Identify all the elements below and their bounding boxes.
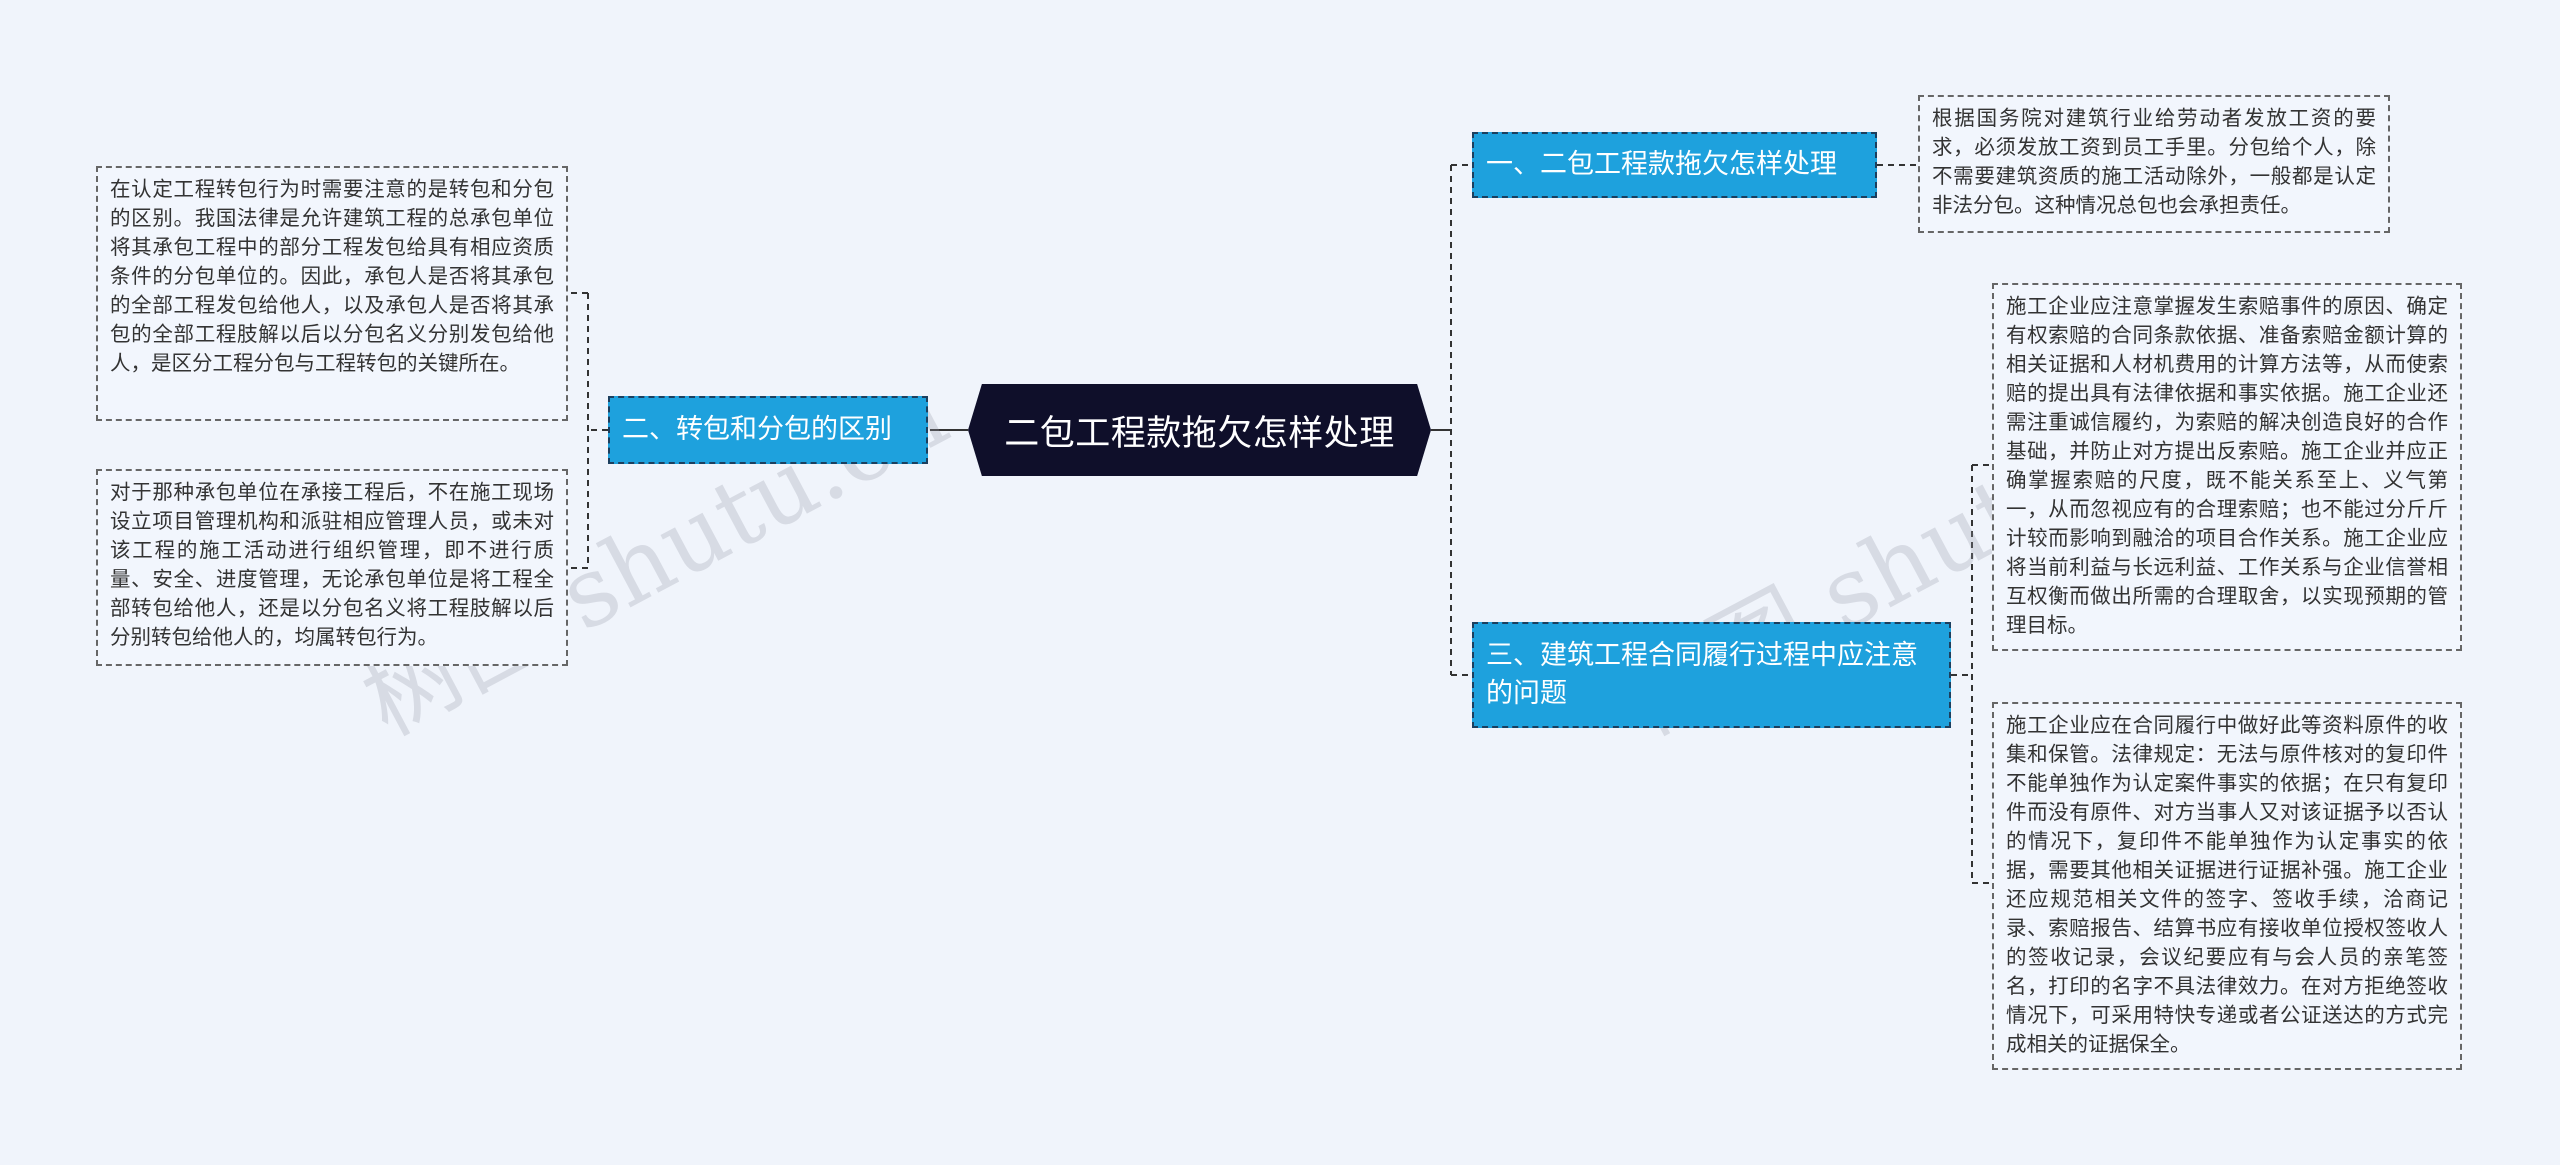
topic-node-2[interactable]: 二、转包和分包的区别 bbox=[608, 396, 928, 464]
note-topic3-a: 施工企业应注意掌握发生索赔事件的原因、确定有权索赔的合同条款依据、准备索赔金额计… bbox=[1992, 283, 2462, 651]
topic-node-3[interactable]: 三、建筑工程合同履行过程中应注意的问题 bbox=[1472, 622, 1951, 728]
note-topic2-b: 对于那种承包单位在承接工程后，不在施工现场设立项目管理机构和派驻相应管理人员，或… bbox=[96, 469, 568, 666]
root-node[interactable]: 二包工程款拖欠怎样处理 bbox=[968, 384, 1431, 476]
note-topic2-a: 在认定工程转包行为时需要注意的是转包和分包的区别。我国法律是允许建筑工程的总承包… bbox=[96, 166, 568, 421]
topic-node-1[interactable]: 一、二包工程款拖欠怎样处理 bbox=[1472, 132, 1877, 198]
note-topic1: 根据国务院对建筑行业给劳动者发放工资的要求，必须发放工资到员工手里。分包给个人，… bbox=[1918, 95, 2390, 233]
note-topic3-b: 施工企业应在合同履行中做好此等资料原件的收集和保管。法律规定：无法与原件核对的复… bbox=[1992, 702, 2462, 1070]
